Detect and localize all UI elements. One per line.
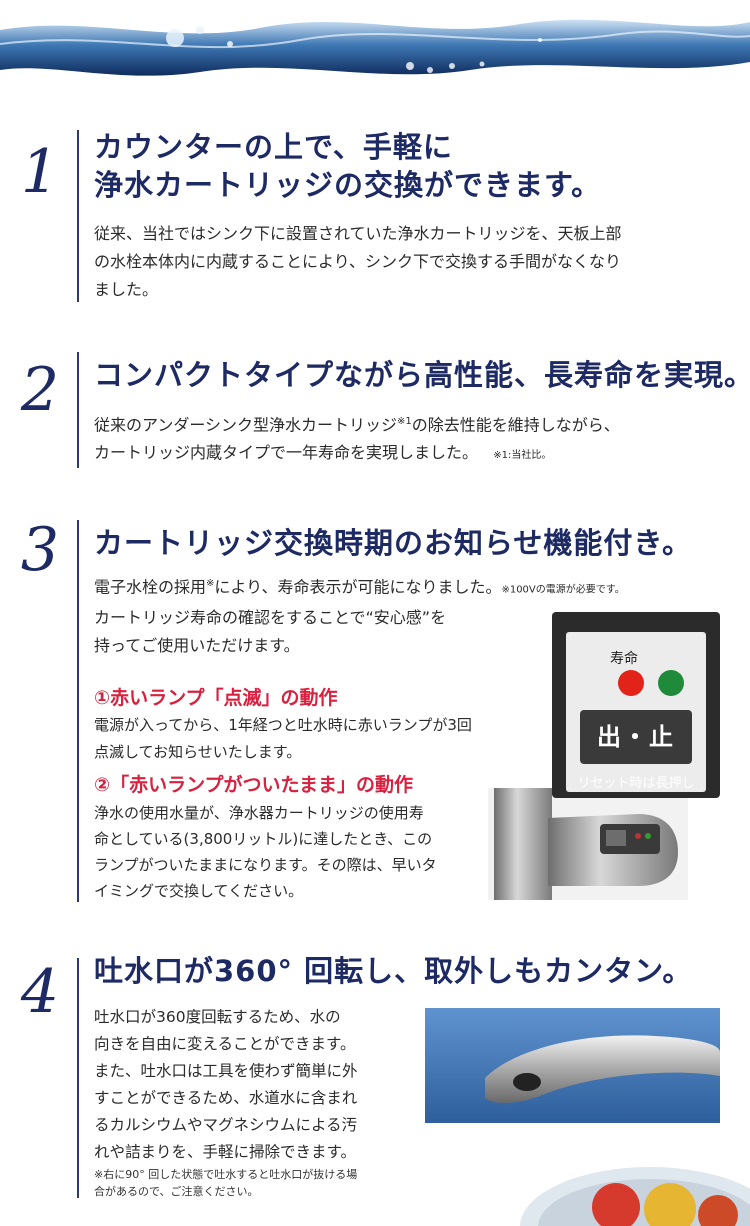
feature-body: 吐水口が360度回転するため、水の 向きを自由に変えることができます。 また、吐…	[94, 1004, 414, 1166]
feature-title-line-1: カウンターの上で、手軽に	[94, 130, 453, 164]
body-line: の水栓本体内に内蔵することにより、シンク下で交換する手間がなくなり	[94, 252, 622, 271]
body-line: 向きを自由に変えることができます。	[94, 1035, 356, 1053]
green-lamp-icon	[658, 670, 684, 696]
feature-body: 電子水栓の採用※により、寿命表示が可能になりました。※100Vの電源が必要です。…	[94, 570, 734, 660]
reset-label: リセット時は長押し	[577, 776, 695, 791]
body-line: 吐水口が360度回転するため、水の	[94, 1008, 341, 1026]
divider-line	[77, 352, 79, 468]
feature-title: 吐水口が360° 回転し、取外しもカンタン。	[94, 954, 693, 988]
body-text: 従来のアンダーシンク型浄水カートリッジ	[94, 415, 398, 435]
control-panel-closeup: 寿命 出・止 リセット時は長押し	[552, 612, 720, 798]
divider-line	[77, 130, 79, 302]
footnote-marker: ※	[206, 578, 215, 589]
body-line: 浄水の使用水量が、浄水器カートリッジの使用寿	[94, 804, 424, 822]
body-line: 電子水栓の採用※により、寿命表示が可能になりました。※100Vの電源が必要です。	[94, 570, 734, 604]
body-line: 命としている(3,800リットル)に達したとき、この	[94, 830, 433, 848]
body-line: 従来のアンダーシンク型浄水カートリッジ※1の除去性能を維持しながら、	[94, 408, 734, 439]
footnote: ※1:当社比。	[493, 450, 552, 462]
subheading-blink: ①赤いランプ「点滅」の動作	[94, 687, 338, 709]
water-wave-image	[0, 19, 750, 76]
body-line: 持ってご使用いただけます。	[94, 636, 300, 656]
body-text: カートリッジ内蔵タイプで一年寿命を実現しました。	[94, 443, 479, 463]
body-text: の除去性能を維持しながら、	[411, 415, 620, 435]
feature-number: 2	[20, 355, 60, 425]
lamp-label: 寿命	[610, 651, 638, 667]
feature-title: コンパクトタイプながら高性能、長寿命を実現。	[94, 358, 750, 392]
feature-number: 4	[20, 957, 60, 1027]
body-text: 電子水栓の採用	[94, 577, 207, 597]
note-line: ※右に90° 回した状態で吐水すると吐水口が抜ける場	[94, 1168, 358, 1181]
divider-line	[77, 958, 79, 1198]
body-line: また、吐水口は工具を使わず簡単に外	[94, 1062, 358, 1080]
body-line: すことができるため、水道水に含まれ	[94, 1089, 358, 1107]
body-line: ランプがついたままになります。その際は、早いタ	[94, 856, 437, 874]
dispense-stop-button: 出・止	[580, 710, 692, 764]
body-line: れや詰まりを、手軽に掃除できます。	[94, 1143, 356, 1161]
footnote-marker: ※1	[397, 416, 412, 427]
body-line: 従来、当社ではシンク下に設置されていた浄水カートリッジを、天板上部	[94, 224, 622, 243]
fruit-bowl-photo	[520, 1167, 750, 1226]
feature-body: 従来、当社ではシンク下に設置されていた浄水カートリッジを、天板上部 の水栓本体内…	[94, 220, 734, 304]
power-note: ※100Vの電源が必要です。	[501, 584, 625, 596]
feature-title-line-2: 浄水カートリッジの交換ができます。	[94, 168, 602, 202]
body-line: 点滅してお知らせいたします。	[94, 743, 302, 761]
body-text: により、寿命表示が可能になりました。	[214, 577, 502, 597]
body-line: るカルシウムやマグネシウムによる汚	[94, 1116, 358, 1134]
faucet-body-photo	[488, 788, 688, 900]
body-line: ました。	[94, 280, 159, 299]
feature-number: 3	[20, 515, 60, 585]
removal-caution-note: ※右に90° 回した状態で吐水すると吐水口が抜ける場 合があるので、ご注意くださ…	[94, 1166, 414, 1200]
subtext-blink: 電源が入ってから、1年経つと吐水時に赤いランプが3回 点滅してお知らせいたします…	[94, 712, 554, 766]
divider-line	[77, 520, 79, 902]
subheading-steady: ②「赤いランプがついたまま」の動作	[94, 774, 413, 796]
body-line: イミングで交換してください。	[94, 882, 304, 900]
body-line: 電源が入ってから、1年経つと吐水時に赤いランプが3回	[94, 716, 472, 734]
subtext-steady: 浄水の使用水量が、浄水器カートリッジの使用寿 命としている(3,800リットル)…	[94, 800, 484, 904]
feature-title: カートリッジ交換時期のお知らせ機能付き。	[94, 526, 692, 560]
spout-photo	[425, 1008, 720, 1123]
body-line: カートリッジ内蔵タイプで一年寿命を実現しました。 ※1:当社比。	[94, 439, 734, 470]
feature-body: 従来のアンダーシンク型浄水カートリッジ※1の除去性能を維持しながら、 カートリッ…	[94, 408, 734, 470]
feature-number: 1	[20, 137, 60, 207]
body-line: カートリッジ寿命の確認をすることで“安心感”を	[94, 608, 447, 628]
note-line: 合があるので、ご注意ください。	[94, 1185, 259, 1198]
red-lamp-icon	[618, 670, 644, 696]
